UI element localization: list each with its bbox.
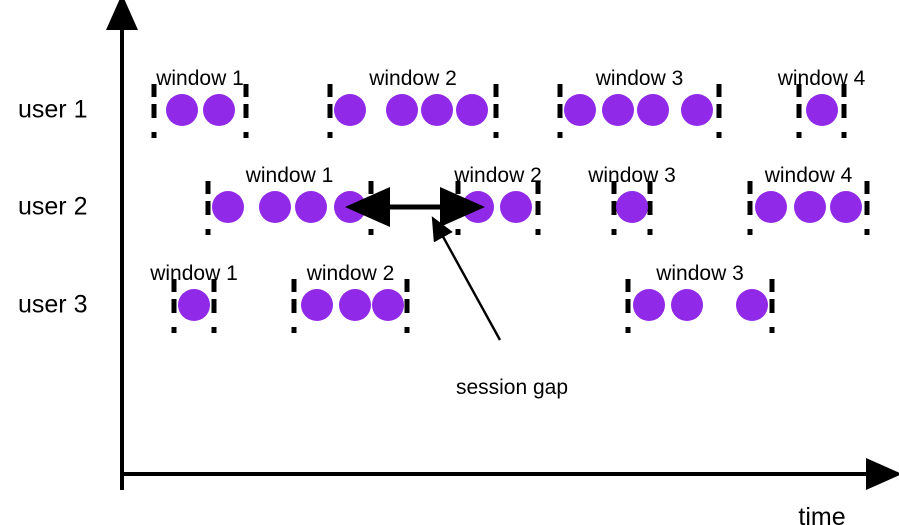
- event-dot: [633, 289, 665, 321]
- event-dot: [462, 191, 494, 223]
- window-label-user-3-2: window 2: [306, 262, 395, 285]
- event-dot: [794, 191, 826, 223]
- event-dot: [372, 289, 404, 321]
- window-label-user-1-3: window 3: [595, 67, 684, 90]
- window-label-user-1-4: window 4: [777, 67, 866, 90]
- event-dot: [637, 94, 669, 126]
- event-dot: [681, 94, 713, 126]
- event-dot: [212, 191, 244, 223]
- window-label-user-2-4: window 4: [764, 164, 853, 187]
- event-dot: [334, 94, 366, 126]
- event-dot: [755, 191, 787, 223]
- event-dot: [671, 289, 703, 321]
- event-dot: [259, 191, 291, 223]
- event-dot: [616, 191, 648, 223]
- event-dot: [830, 191, 862, 223]
- event-dot: [301, 289, 333, 321]
- event-dot: [166, 94, 198, 126]
- event-dot: [736, 289, 768, 321]
- event-dot: [806, 94, 838, 126]
- window-label-user-2-1: window 1: [245, 164, 334, 187]
- event-dot: [386, 94, 418, 126]
- event-dot: [456, 94, 488, 126]
- event-dot: [339, 289, 371, 321]
- window-label-user-3-1: window 1: [150, 262, 238, 285]
- event-dot: [421, 94, 453, 126]
- window-label-user-1-1: window 1: [156, 67, 244, 90]
- window-label-user-3-3: window 3: [656, 262, 744, 285]
- event-dot: [203, 94, 235, 126]
- session-gap-pointer-line: [431, 216, 502, 341]
- row-label-user-2: user 2: [18, 192, 88, 221]
- event-dot: [334, 191, 366, 223]
- row-label-user-3: user 3: [18, 290, 88, 319]
- event-dot: [500, 191, 532, 223]
- event-dot: [295, 191, 327, 223]
- window-label-user-2-2: window 2: [454, 164, 542, 187]
- window-label-user-1-2: window 2: [369, 67, 457, 90]
- event-dot: [602, 94, 634, 126]
- window-label-user-2-3: window 3: [588, 164, 676, 187]
- annotation-label-session-gap: session gap: [455, 376, 569, 399]
- event-dot: [564, 94, 596, 126]
- row-label-user-1: user 1: [18, 95, 88, 124]
- event-dot: [178, 289, 210, 321]
- time-axis-label: time: [798, 503, 846, 525]
